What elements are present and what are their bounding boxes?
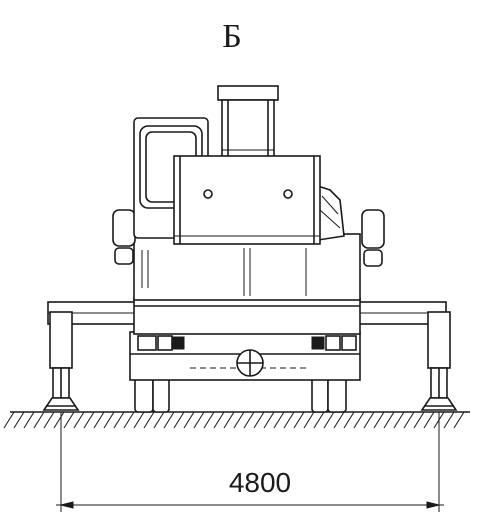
ground	[3, 411, 470, 429]
superstructure-body	[133, 233, 361, 301]
counterweight-panel	[173, 155, 321, 245]
right-outrigger-jack	[420, 311, 458, 411]
boom-head	[217, 85, 279, 163]
side-lamps	[112, 209, 385, 267]
turntable-platform	[133, 293, 361, 335]
left-outrigger-jack	[42, 311, 80, 411]
wheels	[134, 377, 347, 413]
dimension-4800: 4800	[56, 412, 444, 512]
view-label: Б	[222, 18, 242, 55]
engine-housing	[317, 184, 345, 241]
chassis-frame	[129, 331, 361, 381]
dimension-value: 4800	[229, 467, 291, 498]
